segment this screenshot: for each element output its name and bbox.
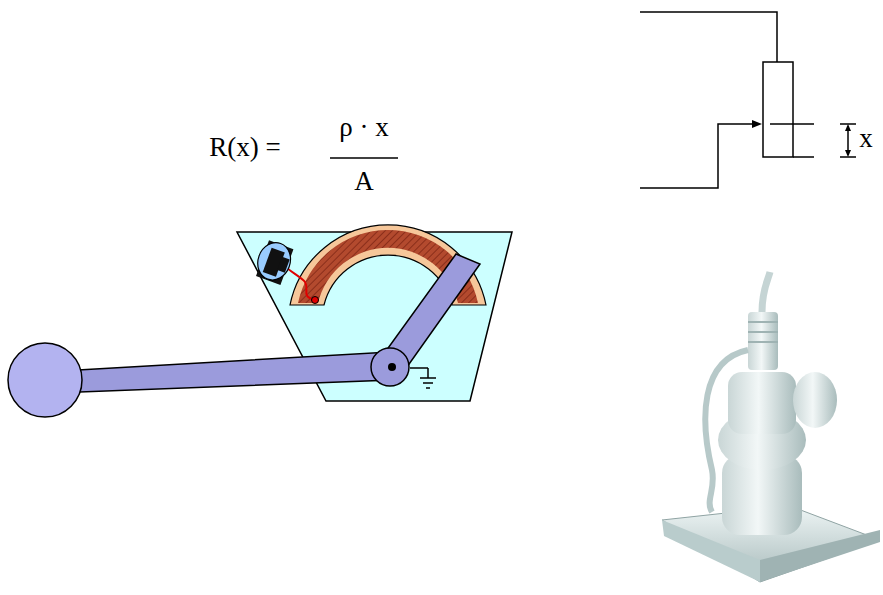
dimension-label: x [859,124,873,154]
formula-lhs: R(x) = [209,133,280,163]
potentiometer-symbol [640,12,856,188]
formula-numerator: ρ · x [339,113,388,143]
fraction-bar [330,157,398,159]
float-gauge [8,225,512,417]
formula-denominator: A [354,167,374,197]
sensor-photo [662,272,880,582]
